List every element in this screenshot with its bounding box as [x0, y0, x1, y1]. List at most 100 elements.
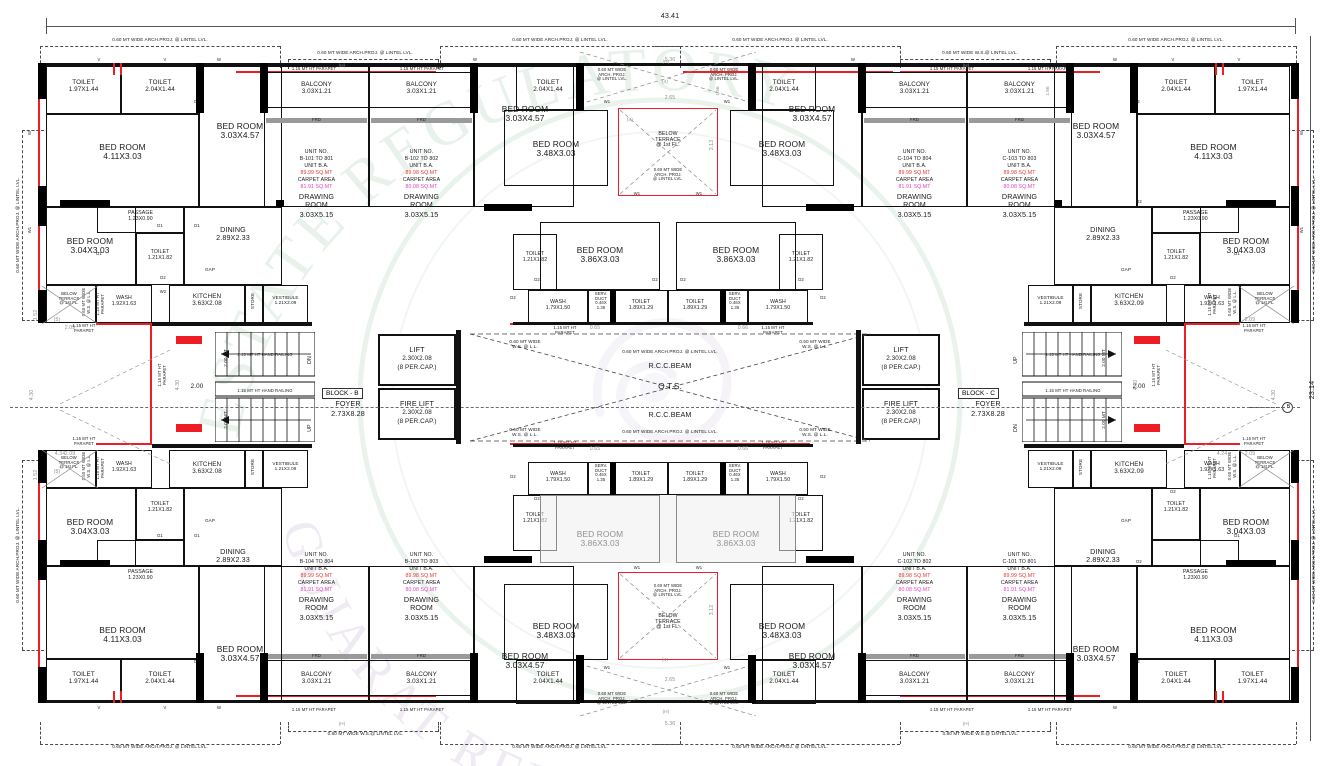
dim-066-tr: 0.66: [737, 325, 749, 331]
tag-w-t4: W: [1112, 57, 1118, 62]
tag-d2-tc6: D2: [820, 295, 826, 300]
e6r: [1296, 46, 1297, 68]
room-terrace-bl: [46, 450, 96, 488]
parapet-note-l1: 1.15 MT HT PARAPET: [72, 323, 96, 333]
lb-b: [22, 650, 44, 651]
ba-label-b101: UNIT B.A.: [304, 163, 329, 169]
room-dim-b102: 3.03X5.15: [404, 210, 439, 219]
room-terrace-tr: [1240, 285, 1290, 323]
parapet-red-core-c-bot: [510, 443, 810, 445]
pier-l1: [38, 186, 46, 226]
carpet-value-c102: 80.08 SQ.MT: [898, 587, 931, 593]
room-toilet-br3: [1152, 488, 1200, 540]
col-duct2: [720, 290, 726, 323]
label-toilet-tc6: TOILET 1.89X1.29: [682, 299, 708, 311]
unitno-b102: B-102 TO 802: [404, 156, 439, 162]
label-toilet-bc1: TOILET 2.04X1.44: [533, 671, 563, 685]
lift-c-label: LIFT: [893, 345, 909, 354]
proj-hatch-bot: [580, 664, 756, 716]
frd-slab-tr1: [969, 118, 1070, 123]
b5r: [1050, 722, 1051, 732]
ba-value-b103: 89.98 SQ.MT: [405, 573, 438, 579]
dim-265-bot: 2.65: [664, 677, 676, 683]
carpet-label-c103: CARPET AREA: [1000, 177, 1039, 183]
label-bedroom-br3: BED ROOM 3.04X3.03: [1222, 517, 1270, 537]
arch-proj-env-bot-2: [288, 731, 438, 732]
unitno-b104: B-104 TO 804: [299, 559, 334, 565]
frd-label-tr1: FRD: [1015, 117, 1024, 122]
col-b8: [1130, 653, 1138, 703]
pier-l3: [38, 450, 46, 483]
label-passage-tl: PASSAGE 1.23X0.90: [127, 210, 154, 222]
room-bedroom-tc1: [504, 110, 608, 186]
ba-label-c104: UNIT B.A.: [902, 163, 927, 169]
dim-430-mid-l: 4.30: [175, 379, 181, 391]
gap-label-tl: GAP: [204, 267, 215, 272]
label-passage-tr: PASSAGE 1.23X0.90: [1182, 210, 1209, 222]
ots-diagonals: [470, 333, 870, 442]
room-drawing-c101: [967, 566, 1072, 702]
col-b6: [858, 653, 866, 703]
parapet-note-r2: 1.15 MT HT PARAPET: [1242, 436, 1266, 446]
foyer-b-dim: 2.73X8.28: [331, 409, 365, 418]
frd-label-tl2: FRD: [417, 117, 426, 122]
label-toilet-bc2: TOILET 2.04X1.44: [769, 671, 799, 685]
ba-value-b102: 89.98 SQ.MT: [405, 170, 438, 176]
tag-d2-tl3: D2: [160, 275, 166, 280]
col-mid-c1: [484, 204, 532, 211]
overall-width-label: 43.41: [660, 11, 680, 20]
dim-065-tl: 0.65: [589, 325, 601, 331]
parapet-red-core-r-top: [1184, 323, 1240, 325]
ws-note-v-r1: 0.60 MT WIDE W.S. @ L.L.: [1227, 287, 1237, 317]
room-bedroom-bl1: [46, 566, 199, 659]
room-kitchen-bl: [169, 450, 245, 488]
fixture-red-l-top: [176, 336, 202, 344]
label-store-tr: STORE: [1078, 292, 1083, 310]
block-label-b: BLOCK - B: [322, 388, 363, 399]
ba-value-c101: 89.99 SQ.MT: [1003, 573, 1036, 579]
room-bedroom-bc2: [730, 584, 834, 660]
unitno-label-b102: UNIT NO.: [409, 149, 434, 155]
tag-d2-bc6: D2: [820, 474, 826, 479]
label-toilet-tc1: TOILET 2.04X1.44: [533, 79, 563, 93]
label-kitchen-tl: KITCHEN 3.63X2.08: [192, 293, 222, 307]
tag-d1-tl2: D1: [194, 223, 200, 228]
col-t5: [748, 63, 756, 111]
dim-4-bot: (4): [662, 657, 668, 662]
label-toilet-tl3: TOILET 1.21X1.82: [147, 249, 173, 261]
note-ws-ots-br: 0.60 MT WIDE W.S. @ L.L.: [799, 427, 831, 437]
room-wash-tr: [1184, 285, 1240, 323]
room-bedroom-br1: [1137, 566, 1290, 659]
label-bedroom-bc2: BED ROOM 3.48X3.03: [758, 621, 806, 641]
tag-v-t4: V: [1237, 57, 1241, 62]
room-bedroom-tc4: [676, 222, 796, 290]
balcony-parapet-top-right2: [900, 71, 1100, 73]
room-store-bl: [245, 450, 263, 488]
room-dining-tr: [1054, 207, 1152, 285]
label-kitchen-br: KITCHEN 3.63X2.09: [1114, 461, 1144, 475]
pier-r1: [1291, 186, 1299, 226]
label-toilet-tr3: TOILET 1.21X1.82: [1163, 249, 1189, 261]
dim-536-bot: 5.36: [664, 721, 676, 727]
unitno-c102: C-102 TO 802: [897, 559, 932, 565]
label-below-terrace-bl: BELOW TERRACE @ 1st FL.: [58, 455, 80, 470]
note-arch-proj-t2: 0.60 MT WIDE ARCH.PROJ. @ LINTEL LVL.: [317, 50, 413, 55]
parapet-note-r1: 1.15 MT HT PARAPET: [1242, 323, 1266, 333]
carpet-label-b101: CARPET AREA: [297, 177, 336, 183]
frd-label-tr2: FRD: [910, 117, 919, 122]
frd-label-tl1: FRD: [312, 117, 321, 122]
carpet-label-c101: CARPET AREA: [1000, 580, 1039, 586]
label-toilet-bc4: TOILET 1.21X1.82: [788, 512, 814, 524]
frd-slab-br2: [864, 654, 965, 659]
label-wash-tr: WASH 1.92X1.63: [1199, 295, 1225, 307]
room-wash-bc1: [528, 462, 588, 495]
label-bedroom-tr1: BED ROOM 4.11X3.03: [1190, 142, 1237, 162]
note-arch-proj-ots-bot: 0.60 MT WIDE ARCH.PROJ. @ LINTEL LVL.: [622, 429, 718, 434]
riser-b2: [120, 691, 122, 703]
e4r: [900, 46, 901, 68]
col-b5: [748, 655, 756, 703]
label-toilet-bc3: TOILET 1.21X1.82: [522, 512, 548, 524]
note-arch-proj-t6: 0.60 MT WIDE ARCH.PROJ. @ LINTEL LVL.: [1128, 37, 1224, 42]
room-label-c101: DRAWING ROOM: [1001, 595, 1038, 612]
room-dim-b101: 3.03X5.15: [299, 210, 334, 219]
